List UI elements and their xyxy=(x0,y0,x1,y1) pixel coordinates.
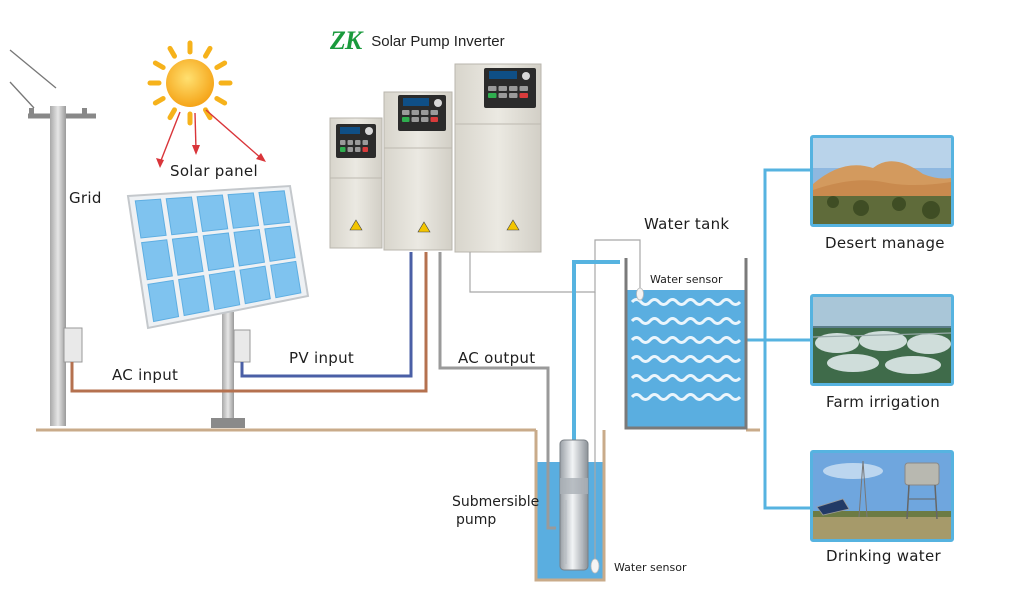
inverter-key xyxy=(347,140,353,145)
inverter-key xyxy=(355,140,361,145)
inverter-key xyxy=(509,93,518,98)
well-water-sensor xyxy=(590,558,600,574)
solar-cell xyxy=(147,279,180,323)
grid-label: Grid xyxy=(69,189,102,207)
solar-cell xyxy=(233,228,265,267)
inverter-key xyxy=(498,93,507,98)
brand-header: ZK Solar Pump Inverter xyxy=(330,26,505,56)
inverter-key xyxy=(488,86,497,91)
brand-title: Solar Pump Inverter xyxy=(371,32,505,50)
inverter-key xyxy=(355,147,361,152)
solar-cell xyxy=(239,265,271,305)
well-water-sensor-label: Water sensor xyxy=(614,561,687,574)
inverter-key xyxy=(347,147,353,152)
sun-ray xyxy=(167,107,177,121)
grid-pole xyxy=(9,49,96,426)
ac-output-wire xyxy=(438,252,556,530)
sun-icon xyxy=(147,40,266,168)
inverter-key xyxy=(498,86,507,91)
solar-cell xyxy=(141,239,173,281)
inverter-key xyxy=(421,110,429,115)
brand-logo: ZK xyxy=(330,26,362,55)
inverter-key xyxy=(340,140,346,145)
water-wave xyxy=(630,355,742,363)
inverter-key xyxy=(421,117,429,122)
water-pipe xyxy=(572,168,810,510)
solar-cell xyxy=(134,198,167,239)
sun-ray xyxy=(214,96,228,106)
solar-cell xyxy=(171,235,204,276)
inverter-key xyxy=(430,117,438,122)
inverter-key xyxy=(509,86,518,91)
water-tower-photo xyxy=(810,450,954,542)
farm-irrigation-label: Farm irrigation xyxy=(826,393,941,411)
inverter-key xyxy=(411,117,419,122)
submersible-pump xyxy=(559,439,589,571)
solar-cell xyxy=(270,260,302,299)
inverter-key xyxy=(340,147,346,152)
sun-ray xyxy=(152,60,166,70)
sun-ray xyxy=(214,60,228,70)
sun-ray xyxy=(167,45,177,59)
tank-water-sensor-label: Water sensor xyxy=(650,273,723,286)
pv-input-label: PV input xyxy=(289,349,355,367)
water-wave xyxy=(630,374,742,382)
inverter-key xyxy=(362,140,368,145)
desert-photo xyxy=(810,135,954,227)
inverter-key xyxy=(430,110,438,115)
tank-water-sensor xyxy=(636,287,644,301)
inverter-key xyxy=(362,147,368,152)
water-wave xyxy=(630,336,742,344)
ac-input-wire xyxy=(70,252,428,393)
inverter-key xyxy=(519,93,528,98)
water-tank-label: Water tank xyxy=(644,215,730,233)
inverter-key xyxy=(402,110,410,115)
submersible-pump-label-line1: Submersible xyxy=(452,494,540,510)
inverter-key xyxy=(411,110,419,115)
drinking-water-label: Drinking water xyxy=(826,547,941,565)
solar-cell xyxy=(227,192,260,229)
solar-panel xyxy=(126,184,310,428)
desert-manage-label: Desert manage xyxy=(825,234,945,252)
irrigation-photo xyxy=(810,294,954,386)
water-wave xyxy=(630,393,742,401)
sun-ray xyxy=(203,45,213,59)
solar-cell xyxy=(196,194,229,233)
solar-panel-label: Solar panel xyxy=(170,162,258,180)
solar-cell xyxy=(165,196,198,236)
inverter-key xyxy=(519,86,528,91)
water-tank xyxy=(624,258,748,430)
ac-input-label: AC input xyxy=(112,366,179,384)
inverter-medium xyxy=(383,91,453,251)
water-wave xyxy=(630,317,742,325)
submersible-pump-label-line2: pump xyxy=(456,512,497,528)
solar-cell xyxy=(202,232,235,272)
inverter-large xyxy=(454,63,542,253)
solar-cell xyxy=(258,190,290,226)
inverter-key xyxy=(488,93,497,98)
inverter-small xyxy=(329,117,383,249)
inverter-key xyxy=(402,117,410,122)
ac-output-label: AC output xyxy=(458,349,536,367)
water-wave xyxy=(630,298,742,306)
pv-input-wire xyxy=(240,252,413,378)
solar-cell xyxy=(264,225,296,262)
sun-ray xyxy=(152,96,166,106)
sensor-wire xyxy=(469,239,641,566)
solar-cell xyxy=(178,275,210,317)
solar-cell xyxy=(208,270,241,311)
